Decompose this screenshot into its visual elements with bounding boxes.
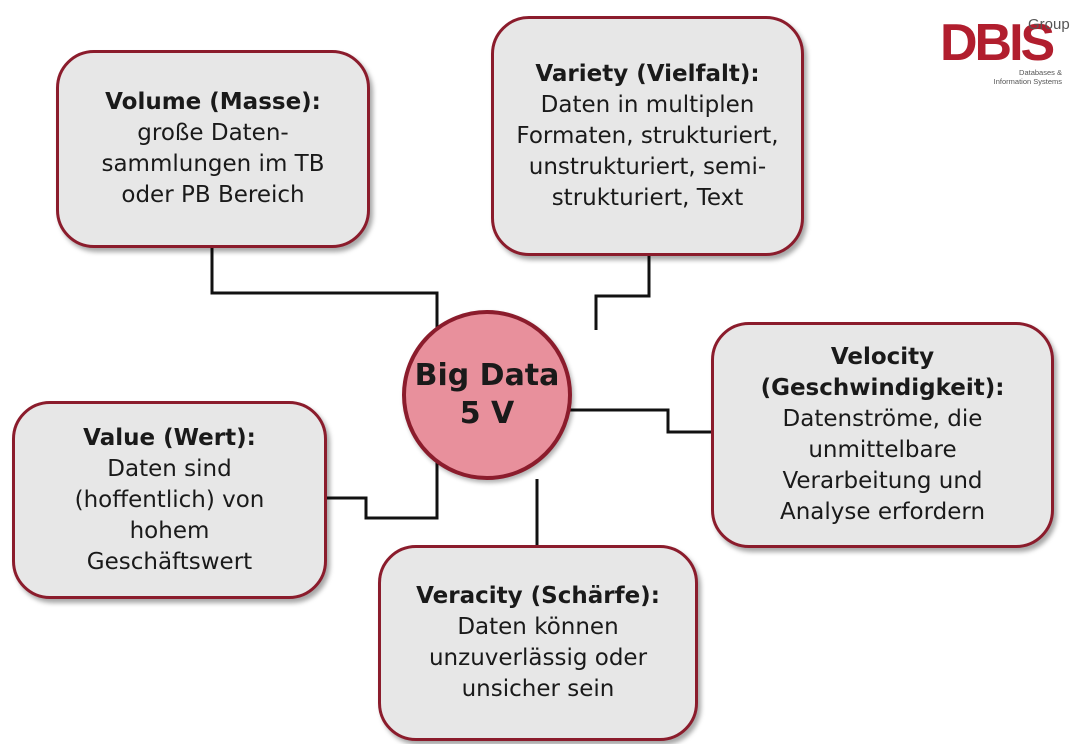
logo-subtitle-line1: Databases & <box>1019 68 1062 77</box>
node-volume: Volume (Masse): große Daten- sammlungen … <box>56 50 370 248</box>
logo-subtitle-line2: Information Systems <box>993 77 1062 86</box>
center-subtitle: 5 V <box>459 396 515 431</box>
node-volume-title: Volume (Masse): <box>105 89 321 115</box>
center-node: Big Data 5 V <box>402 310 572 480</box>
connector-volume <box>210 248 439 330</box>
node-variety-desc: Daten in multiplen Formaten, strukturier… <box>516 91 779 211</box>
logo-subtitle: Databases & Information Systems <box>994 68 1062 86</box>
connector-velocity <box>564 408 711 434</box>
node-value: Value (Wert): Daten sind (hoffentlich) v… <box>12 401 327 599</box>
node-volume-desc: große Daten- sammlungen im TB oder PB Be… <box>101 120 325 208</box>
logo-group-label: Group <box>1028 16 1070 33</box>
node-variety-title: Variety (Vielfalt): <box>535 60 760 87</box>
node-value-desc: Daten sind (hoffentlich) von hohem Gesch… <box>74 455 265 575</box>
center-title: Big Data <box>414 358 560 393</box>
node-veracity-title: Veracity (Schärfe): <box>416 583 660 609</box>
node-veracity: Veracity (Schärfe): Daten können unzuver… <box>378 545 698 741</box>
node-velocity: Velocity (Geschwindigkeit): Datenströme,… <box>711 322 1054 548</box>
node-veracity-desc: Daten können unzuverlässig oder unsicher… <box>428 614 648 702</box>
connector-variety <box>594 256 651 330</box>
dbis-logo: DBIS Group Databases & Information Syste… <box>940 14 1070 90</box>
node-variety: Variety (Vielfalt): Daten in multiplen F… <box>491 16 804 256</box>
connector-value <box>327 462 439 520</box>
node-velocity-desc: Datenströme, die unmittelbare Verarbeitu… <box>779 406 986 525</box>
node-value-title: Value (Wert): <box>83 424 256 451</box>
logo-mark: DBIS <box>940 14 1055 72</box>
node-velocity-title: Velocity (Geschwindigkeit): <box>760 344 1005 401</box>
